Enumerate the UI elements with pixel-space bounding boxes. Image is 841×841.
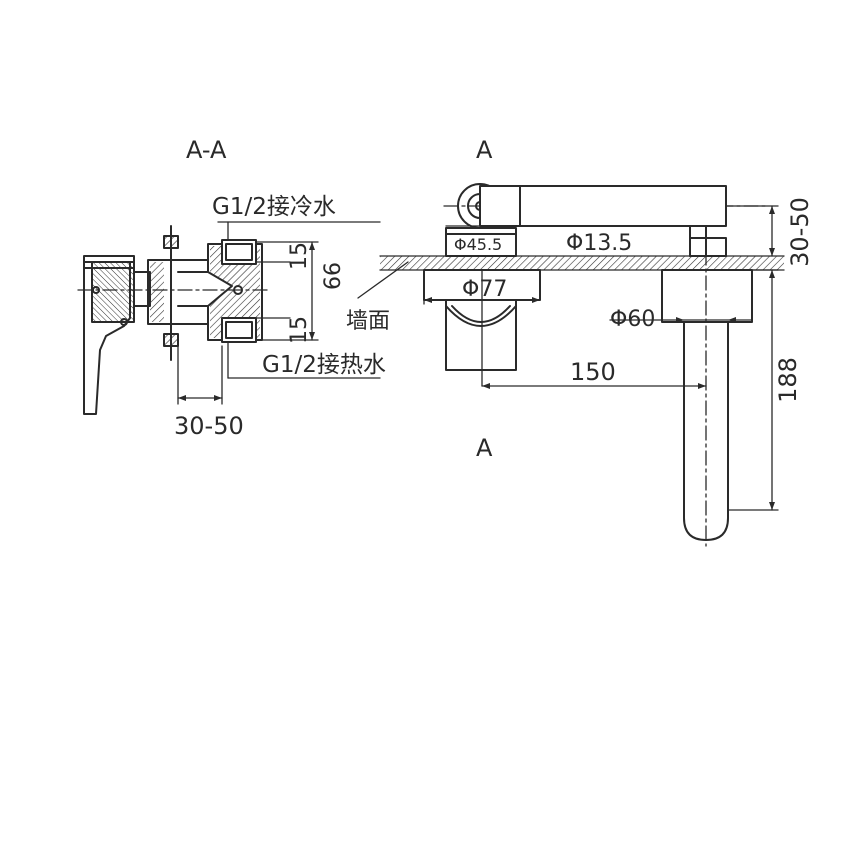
dim-150: 150 bbox=[570, 358, 616, 386]
section-view bbox=[77, 221, 381, 415]
dia-77: Φ77 bbox=[462, 277, 507, 302]
cold-inlet-label: G1/2接冷水 bbox=[212, 194, 336, 220]
valve-housing bbox=[445, 227, 517, 257]
dia-60: Φ60 bbox=[610, 307, 655, 332]
spout-flange bbox=[661, 269, 753, 323]
section-label: A-A bbox=[186, 136, 227, 164]
dia-13-5: Φ13.5 bbox=[566, 231, 632, 256]
dim-15-top: 15 bbox=[287, 242, 312, 270]
hot-inlet-label: G1/2接热水 bbox=[262, 352, 386, 378]
wall-label: 墙面 bbox=[346, 309, 390, 334]
view-label-top: A bbox=[476, 136, 493, 164]
dim-30-50-right: 30-50 bbox=[786, 197, 814, 267]
dim-188: 188 bbox=[774, 357, 802, 403]
dim-15-bottom: 15 bbox=[287, 316, 312, 344]
view-label-bottom: A bbox=[476, 434, 493, 462]
elevation-view bbox=[357, 183, 785, 547]
spout-arm bbox=[479, 185, 727, 227]
dia-45-5: Φ45.5 bbox=[454, 235, 502, 254]
wall-surface bbox=[380, 256, 784, 270]
dim-66: 66 bbox=[321, 262, 346, 290]
dim-depth: 30-50 bbox=[174, 412, 244, 440]
